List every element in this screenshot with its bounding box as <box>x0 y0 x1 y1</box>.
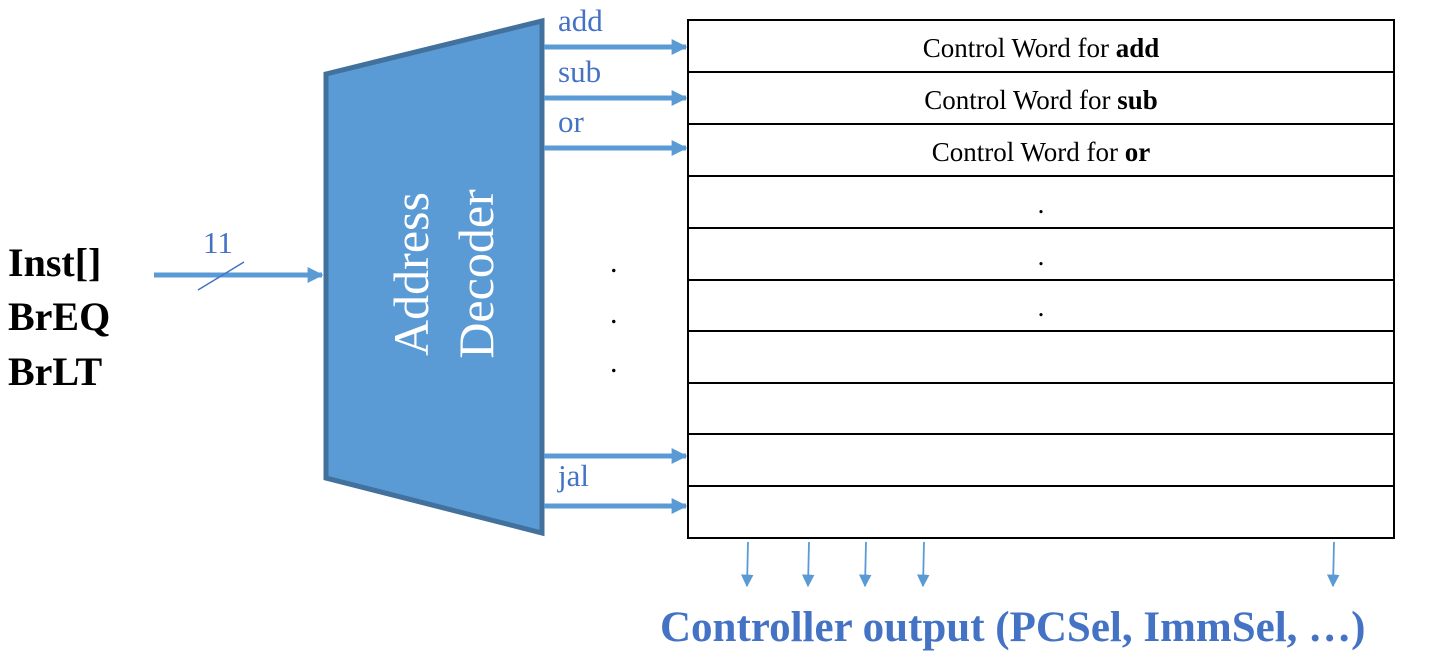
ellipsis-dot: . <box>610 297 618 330</box>
table-ellipsis-dot: . <box>1038 241 1045 271</box>
input-label-brlt: BrLT <box>8 349 102 394</box>
table-ellipsis-dot: . <box>1038 189 1045 219</box>
decoder-label-decoder: Decoder <box>448 189 504 359</box>
control-word-table: Control Word for add Control Word for su… <box>687 19 1395 539</box>
input-bus: 11 <box>154 225 324 291</box>
ellipsis-dot: . <box>610 346 618 379</box>
input-label-inst: Inst[] <box>8 240 101 285</box>
decoder-outputs: add sub or jal . . . <box>544 3 688 515</box>
input-labels: Inst[] BrEQ BrLT <box>8 240 110 394</box>
bus-width-slash <box>197 261 245 291</box>
decoder-label-address: Address <box>383 192 439 356</box>
output-label-or: or <box>558 104 585 139</box>
controller-output-caption: Controller output (PCSel, ImmSel, …) <box>660 604 1366 651</box>
decoder-shape <box>323 17 545 537</box>
bus-width-label: 11 <box>203 225 233 260</box>
ellipsis-dot: . <box>610 246 618 279</box>
output-signal-arrow <box>740 541 754 588</box>
output-label-add: add <box>558 3 603 38</box>
control-word-or: Control Word for or <box>932 137 1151 167</box>
address-decoder: Address Decoder <box>323 17 545 537</box>
controller-output-arrows <box>740 541 1340 588</box>
control-word-add: Control Word for add <box>923 33 1160 63</box>
table-ellipsis-dot: . <box>1038 292 1045 322</box>
output-label-sub: sub <box>558 54 601 89</box>
output-signal-arrow <box>801 541 815 588</box>
output-signal-arrow <box>1326 541 1340 588</box>
output-signal-arrow <box>858 541 872 588</box>
output-signal-arrow <box>916 541 930 588</box>
input-label-breq: BrEQ <box>8 294 110 339</box>
output-label-jal: jal <box>557 458 589 493</box>
control-word-sub: Control Word for sub <box>924 85 1158 115</box>
